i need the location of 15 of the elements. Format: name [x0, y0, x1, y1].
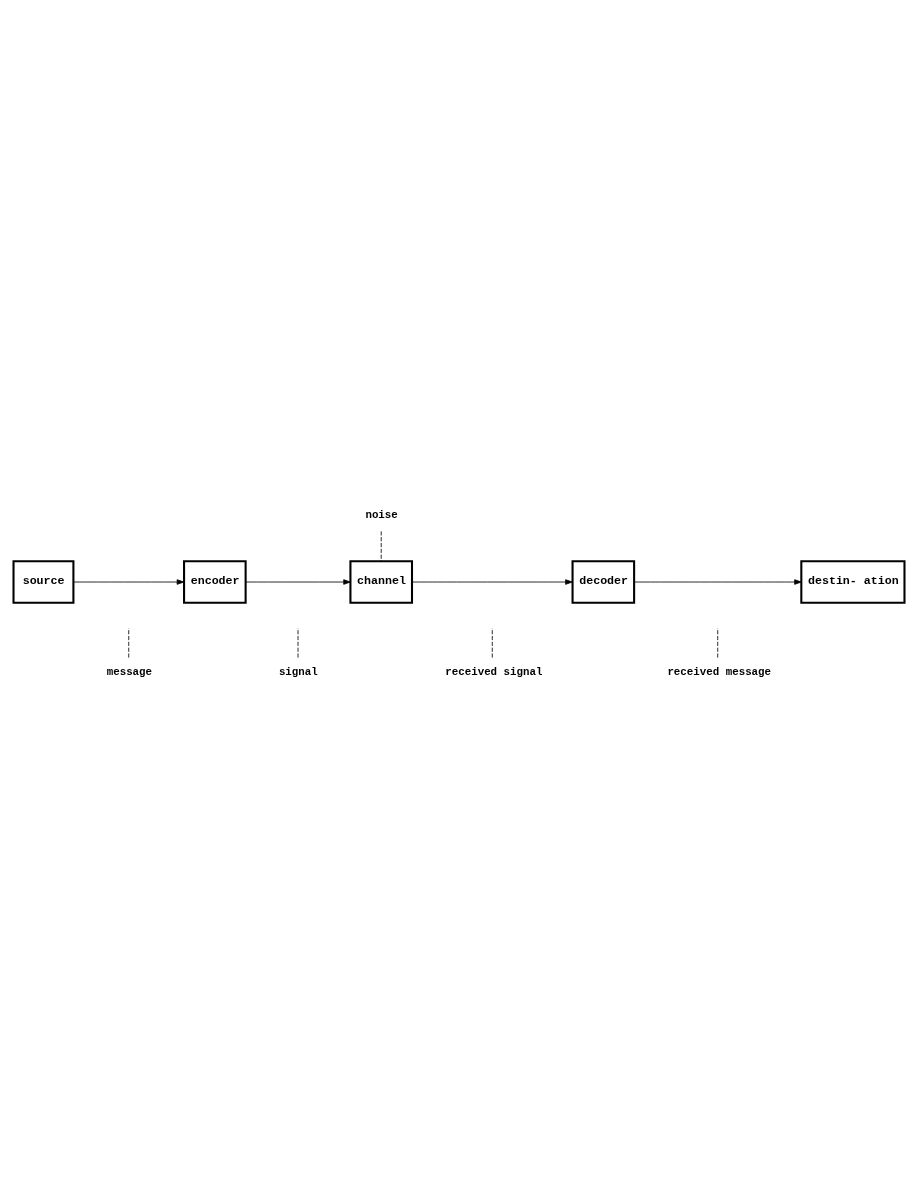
node-text: received signal: [445, 665, 543, 678]
node-box: source: [12, 559, 75, 604]
node-text: message: [106, 665, 153, 678]
node-text: received message: [667, 665, 772, 678]
node-box: decoder: [571, 559, 636, 604]
arrow: [633, 578, 802, 585]
node-text: signal: [278, 665, 318, 678]
connector: [380, 530, 382, 561]
arrow: [245, 578, 351, 585]
node-box: encoder: [183, 559, 247, 604]
node-box: destin- ation: [800, 559, 906, 604]
arrow: [411, 578, 573, 585]
node-text: noise: [365, 508, 398, 521]
node-box: channel: [349, 559, 414, 604]
arrow: [73, 578, 185, 585]
